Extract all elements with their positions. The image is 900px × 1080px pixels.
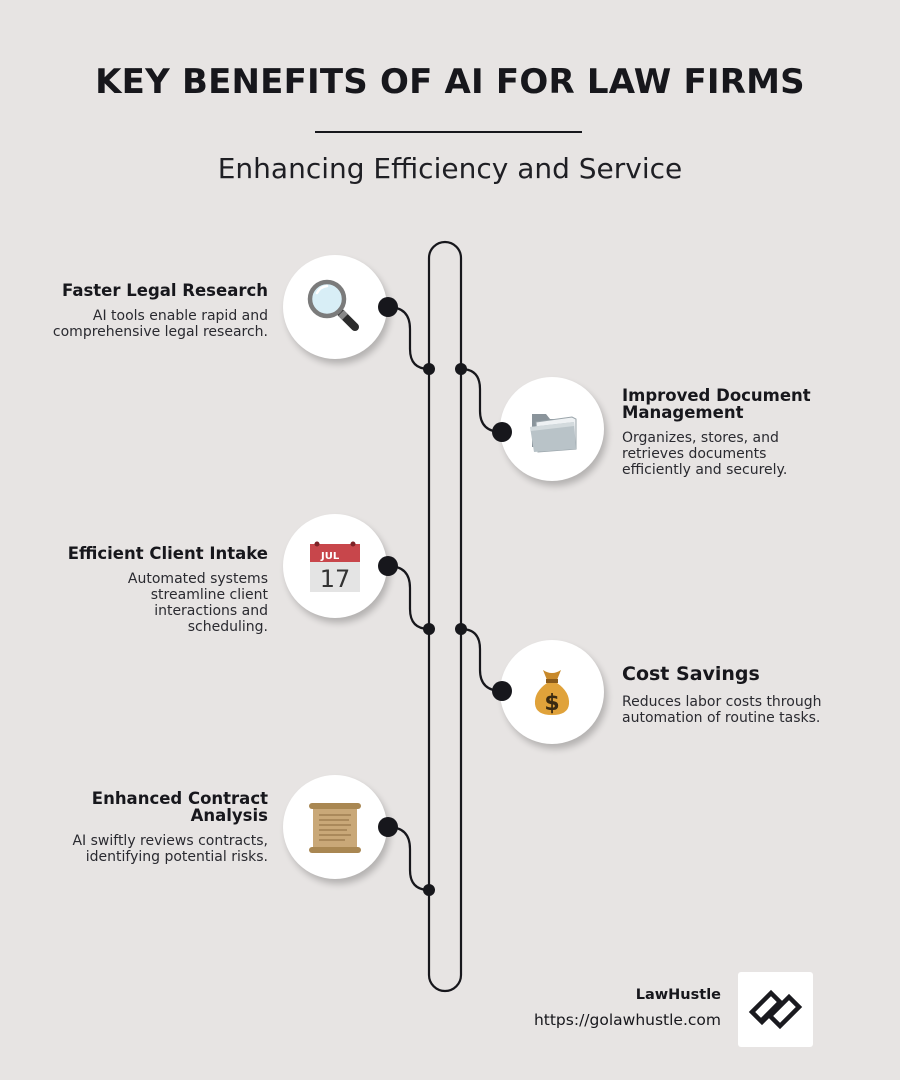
brand-name: LawHustle (635, 987, 721, 1003)
brand-url-link[interactable]: https://golawhustle.com (533, 1011, 721, 1029)
calendar-icon: JUL 17 (310, 541, 360, 593)
connector-dot (423, 363, 435, 375)
step-title: Faster Legal Research (62, 281, 268, 300)
scroll-icon (309, 803, 361, 853)
connector-node (378, 556, 398, 576)
page-title: KEY BENEFITS OF AI FOR LAW FIRMS (95, 62, 805, 102)
step-icon-circle: $ (500, 640, 604, 744)
timeline-track (427, 240, 463, 993)
connector-3 (387, 564, 430, 631)
step-improved-document-management: Improved Document Management Organizes, … (622, 387, 822, 478)
step-title: Efficient Client Intake (67, 544, 268, 563)
step-description: Reduces labor costs through automation o… (622, 694, 822, 726)
step-title: Enhanced Contract Analysis (91, 789, 268, 825)
step-description: Automated systems streamline client inte… (127, 571, 268, 635)
step-efficient-client-intake: Efficient Client Intake Automated system… (38, 545, 268, 635)
step-faster-legal-research: Faster Legal Research AI tools enable ra… (38, 282, 268, 340)
magnifying-glass-icon (307, 279, 359, 331)
connector-dot (423, 623, 435, 635)
title-divider (315, 131, 582, 133)
dollar-sign: $ (544, 691, 559, 716)
folder-icon (530, 414, 577, 453)
step-cost-savings: Cost Savings Reduces labor costs through… (622, 663, 822, 727)
step-icon-circle (500, 377, 604, 481)
connector-dot (455, 363, 467, 375)
page-subtitle: Enhancing Efficiency and Service (217, 152, 683, 185)
step-description: AI tools enable rapid and comprehensive … (52, 308, 268, 340)
brand-logo (738, 972, 813, 1047)
connector-node (378, 817, 398, 837)
connector-1 (387, 305, 430, 371)
connector-node (378, 297, 398, 317)
connector-5 (387, 825, 430, 892)
step-description: AI swiftly reviews contracts, identifyin… (72, 833, 268, 865)
connector-2 (460, 367, 503, 434)
step-icon-circle (283, 255, 387, 359)
connector-dot (423, 884, 435, 896)
step-enhanced-contract-analysis: Enhanced Contract Analysis AI swiftly re… (38, 790, 268, 865)
connector-dot (455, 623, 467, 635)
connector-node (492, 681, 512, 701)
step-icon-circle: JUL 17 (283, 514, 387, 618)
money-bag-icon: $ (534, 670, 570, 716)
step-description: Organizes, stores, and retrieves documen… (622, 430, 788, 478)
calendar-day: 17 (320, 565, 351, 593)
lawhustle-logo-icon (748, 989, 803, 1030)
step-icon-circle (283, 775, 387, 879)
connector-node (492, 422, 512, 442)
step-title: Improved Document Management (622, 386, 811, 422)
calendar-month: JUL (320, 551, 340, 562)
step-title: Cost Savings (622, 663, 760, 685)
connector-4 (460, 627, 503, 693)
